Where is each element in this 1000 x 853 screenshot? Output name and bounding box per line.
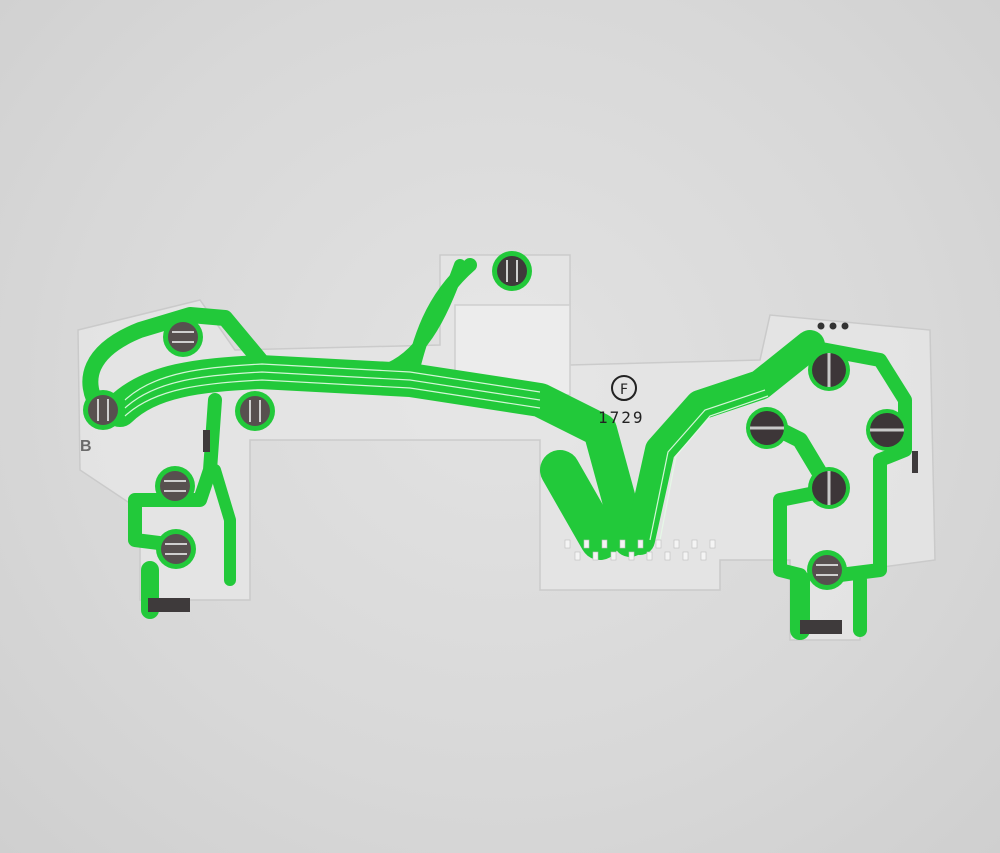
marking-date-code: 1729: [598, 408, 645, 427]
pad-left-top: [163, 317, 203, 357]
pad-right-lower: [807, 550, 847, 590]
circled-logo-icon: F: [611, 375, 637, 401]
pad-left-bottom: [156, 529, 196, 569]
pad-left-lower: [155, 466, 195, 506]
right-pads: [746, 322, 918, 634]
pad-top-center: [492, 251, 532, 291]
pad-right-top: [808, 349, 850, 391]
pad-right-left: [746, 407, 788, 449]
pad-left-inner: [235, 391, 275, 431]
pad-right-right: [866, 409, 908, 451]
dot-1: [817, 322, 825, 330]
right-small-contact: [912, 451, 918, 473]
left-pads: [83, 251, 532, 612]
film-outline: [77, 254, 936, 641]
svg-text:F: F: [620, 382, 628, 398]
dot-3: [841, 322, 849, 330]
dot-2: [829, 322, 837, 330]
right-tail-contact: [800, 620, 842, 634]
left-small-contact: [203, 430, 210, 452]
pad-right-bottom: [808, 467, 850, 509]
marking-letter: B: [80, 438, 92, 455]
trace-gaps: [124, 363, 769, 541]
left-tail-contact: [148, 598, 190, 612]
pad-left-outer: [83, 390, 123, 430]
connector-pins: [564, 539, 716, 561]
